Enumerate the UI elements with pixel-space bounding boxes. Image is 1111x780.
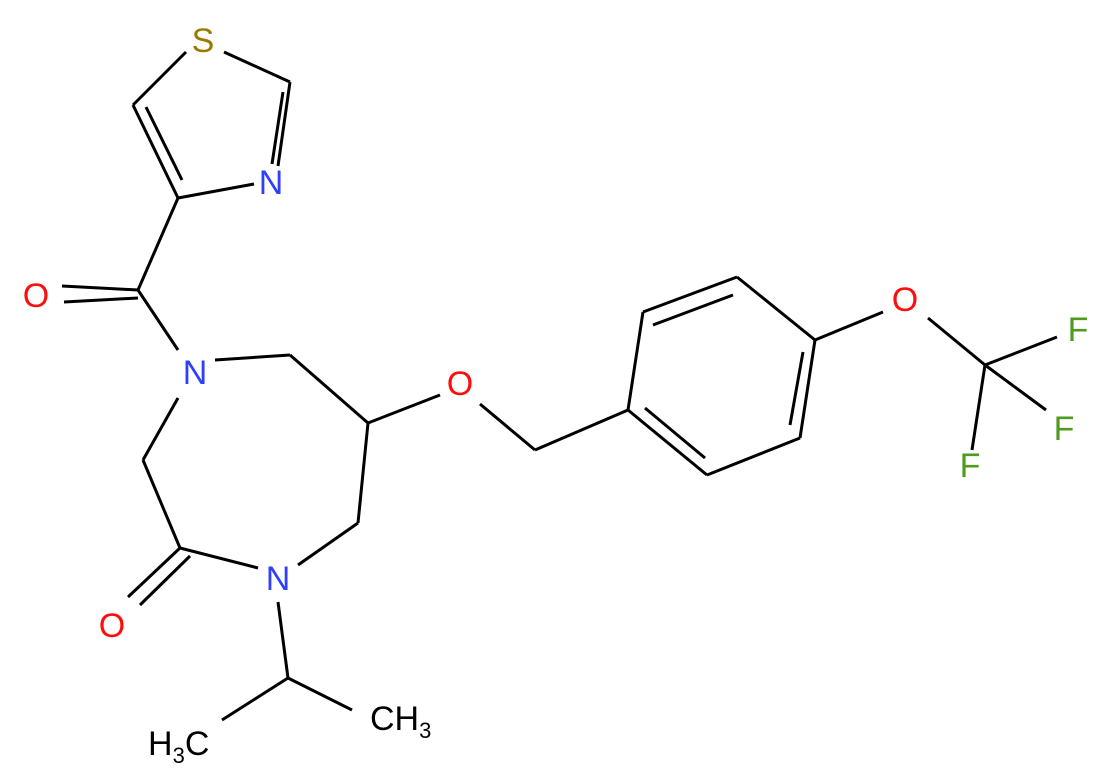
bond-line: [179, 546, 259, 570]
bond-line: [287, 676, 353, 712]
bond-line: [223, 50, 291, 84]
bond-line: [221, 676, 289, 722]
bond-line: [984, 335, 1058, 367]
atom-s: S: [192, 22, 215, 60]
bond-line: [297, 521, 359, 567]
bond-line: [131, 104, 180, 199]
atom-o-ocf3: O: [892, 281, 918, 319]
bond-line: [136, 197, 180, 291]
bond-line: [706, 436, 801, 477]
bond-line: [356, 422, 370, 524]
bond-line: [626, 311, 645, 411]
atom-ch3-right: CH3: [370, 700, 431, 743]
bond-line: [644, 406, 706, 460]
bond-line: [642, 275, 738, 314]
bond-line: [136, 289, 180, 351]
bond-line: [534, 408, 629, 452]
bond-line: [627, 408, 708, 477]
bond-line: [814, 310, 884, 342]
bond-line: [131, 50, 188, 107]
bond-line: [270, 91, 285, 165]
atom-n-ring-top: N: [183, 354, 208, 392]
bond-line: [177, 182, 255, 200]
bond-line: [61, 284, 139, 292]
atom-f2: F: [1054, 410, 1075, 448]
bond-line: [63, 296, 139, 304]
bond-line: [367, 393, 441, 425]
bond-line: [479, 402, 536, 452]
bond-line: [141, 397, 180, 461]
bond-line: [652, 293, 734, 327]
bond-line: [276, 601, 290, 679]
bond-line: [736, 275, 816, 342]
bond-line: [138, 554, 192, 607]
atom-o-ether: O: [447, 365, 473, 403]
bond-line: [276, 81, 292, 167]
bond-line: [126, 546, 182, 599]
bond-line: [144, 106, 184, 181]
atom-f3: F: [960, 447, 981, 485]
atom-o-lactam: O: [99, 607, 125, 645]
bond-line: [214, 353, 291, 362]
bond-line: [289, 353, 369, 425]
bond-line: [984, 363, 1047, 412]
bond-line: [141, 459, 182, 549]
atom-o-amide: O: [23, 277, 49, 315]
bond-line: [927, 316, 986, 367]
atom-n-thiazole: N: [259, 164, 284, 202]
atom-ch3-left: H3C: [148, 725, 209, 768]
bond-line: [788, 351, 805, 426]
bond-line: [798, 339, 817, 439]
atom-f1: F: [1068, 311, 1089, 349]
bond-line: [970, 364, 987, 451]
atom-n-ring-bottom: N: [266, 560, 291, 598]
